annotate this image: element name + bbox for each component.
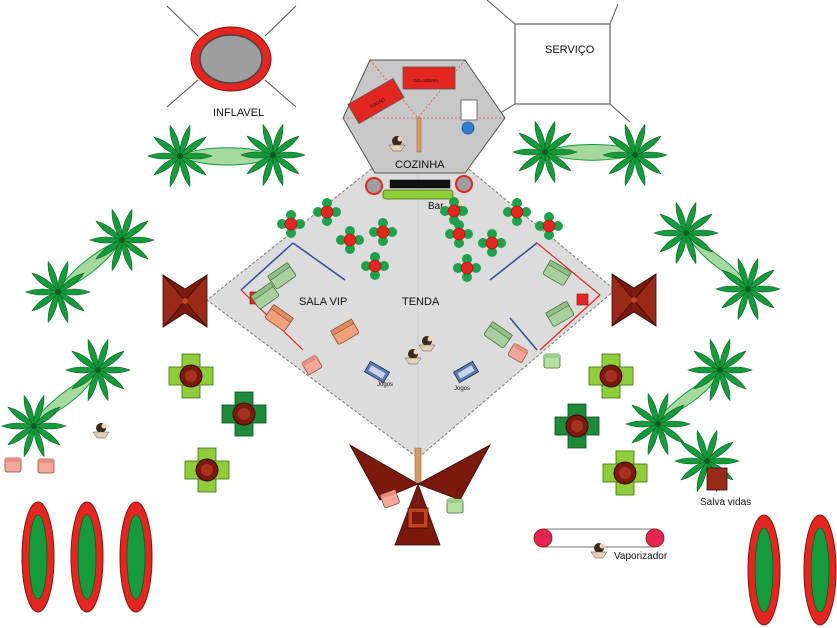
- person-icon: [92, 422, 110, 439]
- kitchen-block-1-label: GELADEIRA: [413, 78, 439, 83]
- palm-trees-left-lower: [2, 339, 130, 458]
- bar-label: Bar: [428, 201, 444, 212]
- sala-vip-area: SALA VIP: [240, 242, 360, 376]
- surfboards-left: [21, 501, 153, 613]
- servico-label: SERVIÇO: [545, 44, 595, 56]
- palm-trees-left-upper: [26, 209, 154, 324]
- right-umbrella: [611, 273, 657, 327]
- sala-vip-label: SALA VIP: [299, 296, 347, 308]
- salva-vidas-area: Salva vidas: [700, 467, 751, 508]
- vaporizador-area: Vaporizador: [533, 528, 668, 562]
- left-umbrella: [162, 274, 208, 328]
- inflavel-label: INFLAVEL: [213, 107, 264, 119]
- palm-trees-top-left: [148, 124, 305, 188]
- servico-area: SERVIÇO: [486, 0, 631, 123]
- chair-icon: [4, 457, 22, 473]
- salva-vidas-label: Salva vidas: [700, 497, 751, 508]
- jogos-left-label: Jogos: [377, 382, 393, 388]
- jogos-right-label: Jogos: [454, 386, 470, 392]
- cozinha-label: COZINHA: [395, 159, 445, 171]
- right-lounge-area: [483, 242, 601, 369]
- palm-trees-right-lower: [626, 339, 752, 493]
- palm-trees-right-upper: [654, 202, 780, 321]
- chair-icon: [37, 458, 55, 474]
- jogos-right: Jogos: [452, 360, 480, 392]
- cross-tables-left: [168, 353, 267, 493]
- palm-trees-top-right: [513, 121, 667, 187]
- surfboards-right: [747, 514, 837, 626]
- tenda-label: TENDA: [402, 296, 440, 308]
- cozinha-area: GELADEIRA FOGÃO COZINHA: [342, 59, 506, 174]
- bottom-umbrella: [348, 443, 491, 546]
- inflavel-area: INFLAVEL: [166, 5, 297, 119]
- vaporizador-label: Vaporizador: [614, 551, 668, 562]
- bar-area: Bar: [365, 175, 473, 217]
- jogos-left: Jogos: [363, 360, 393, 388]
